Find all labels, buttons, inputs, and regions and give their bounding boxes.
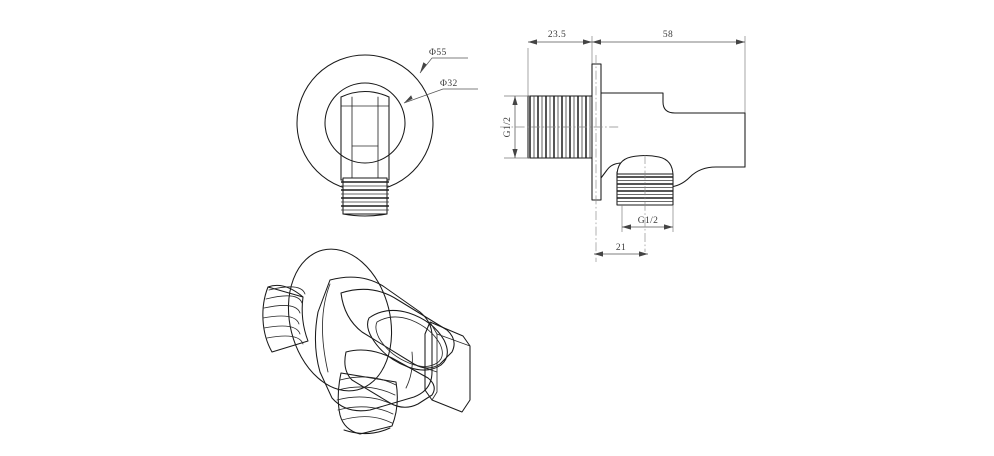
- leader-outer-diameter: [419, 57, 468, 74]
- perspective-cradle-lower-jaw: [344, 349, 435, 408]
- perspective-outlet-thread: [336, 372, 398, 435]
- front-bracket-form: [340, 90, 390, 181]
- section-outlet-dome: [616, 154, 674, 177]
- perspective-wall-flange: [287, 248, 393, 392]
- perspective-inlet-thread-end: [267, 284, 304, 298]
- perspective-view: [262, 248, 471, 435]
- dimension-23-5: 23.5: [528, 30, 592, 45]
- perspective-cradle-cup: [367, 309, 448, 371]
- perspective-holder-tab-top: [436, 333, 471, 347]
- perspective-outlet-thread-end: [343, 427, 391, 435]
- section-view: 23.5 58: [500, 30, 746, 262]
- dimension-g12-outlet: G1/2: [621, 205, 674, 232]
- front-thread-body: [342, 177, 388, 215]
- leader-inner-diameter: [403, 88, 478, 104]
- perspective-body-shade-right: [405, 351, 413, 389]
- section-body-upper-profile: [600, 92, 746, 114]
- front-outer-flange-circle: [296, 54, 434, 192]
- dim-text-58: 58: [663, 30, 673, 40]
- dim-text-21: 21: [616, 243, 626, 253]
- dim-text-g12-outlet: G1/2: [638, 216, 659, 226]
- front-threaded-outlet: [341, 177, 389, 217]
- perspective-outlet-thread-body: [337, 372, 398, 435]
- dimension-58: 58: [592, 30, 745, 45]
- perspective-cradle-slot: [424, 367, 438, 373]
- section-wall-flange: [591, 63, 602, 201]
- front-view: Φ55 Φ32: [296, 48, 478, 217]
- perspective-body-shade-left: [322, 283, 331, 373]
- label-inner-diameter: Φ32: [440, 79, 458, 89]
- perspective-cradle-outer-ring: [367, 309, 448, 371]
- perspective-main-body: [314, 276, 433, 412]
- front-thread-end: [342, 213, 388, 217]
- perspective-inlet-thread: [262, 284, 309, 353]
- front-bracket-outline: [340, 96, 390, 181]
- dim-text-23-5: 23.5: [548, 30, 566, 40]
- perspective-holder-tab-edge: [429, 321, 438, 401]
- front-thread-lines: [341, 181, 389, 211]
- perspective-holder-front-tab: [424, 321, 471, 413]
- label-outer-diameter: Φ55: [429, 48, 447, 58]
- dimension-21: 21: [594, 243, 648, 257]
- front-inner-circle: [324, 82, 406, 164]
- front-bracket-top-lip: [340, 90, 390, 98]
- perspective-inlet-thread-body: [262, 286, 309, 353]
